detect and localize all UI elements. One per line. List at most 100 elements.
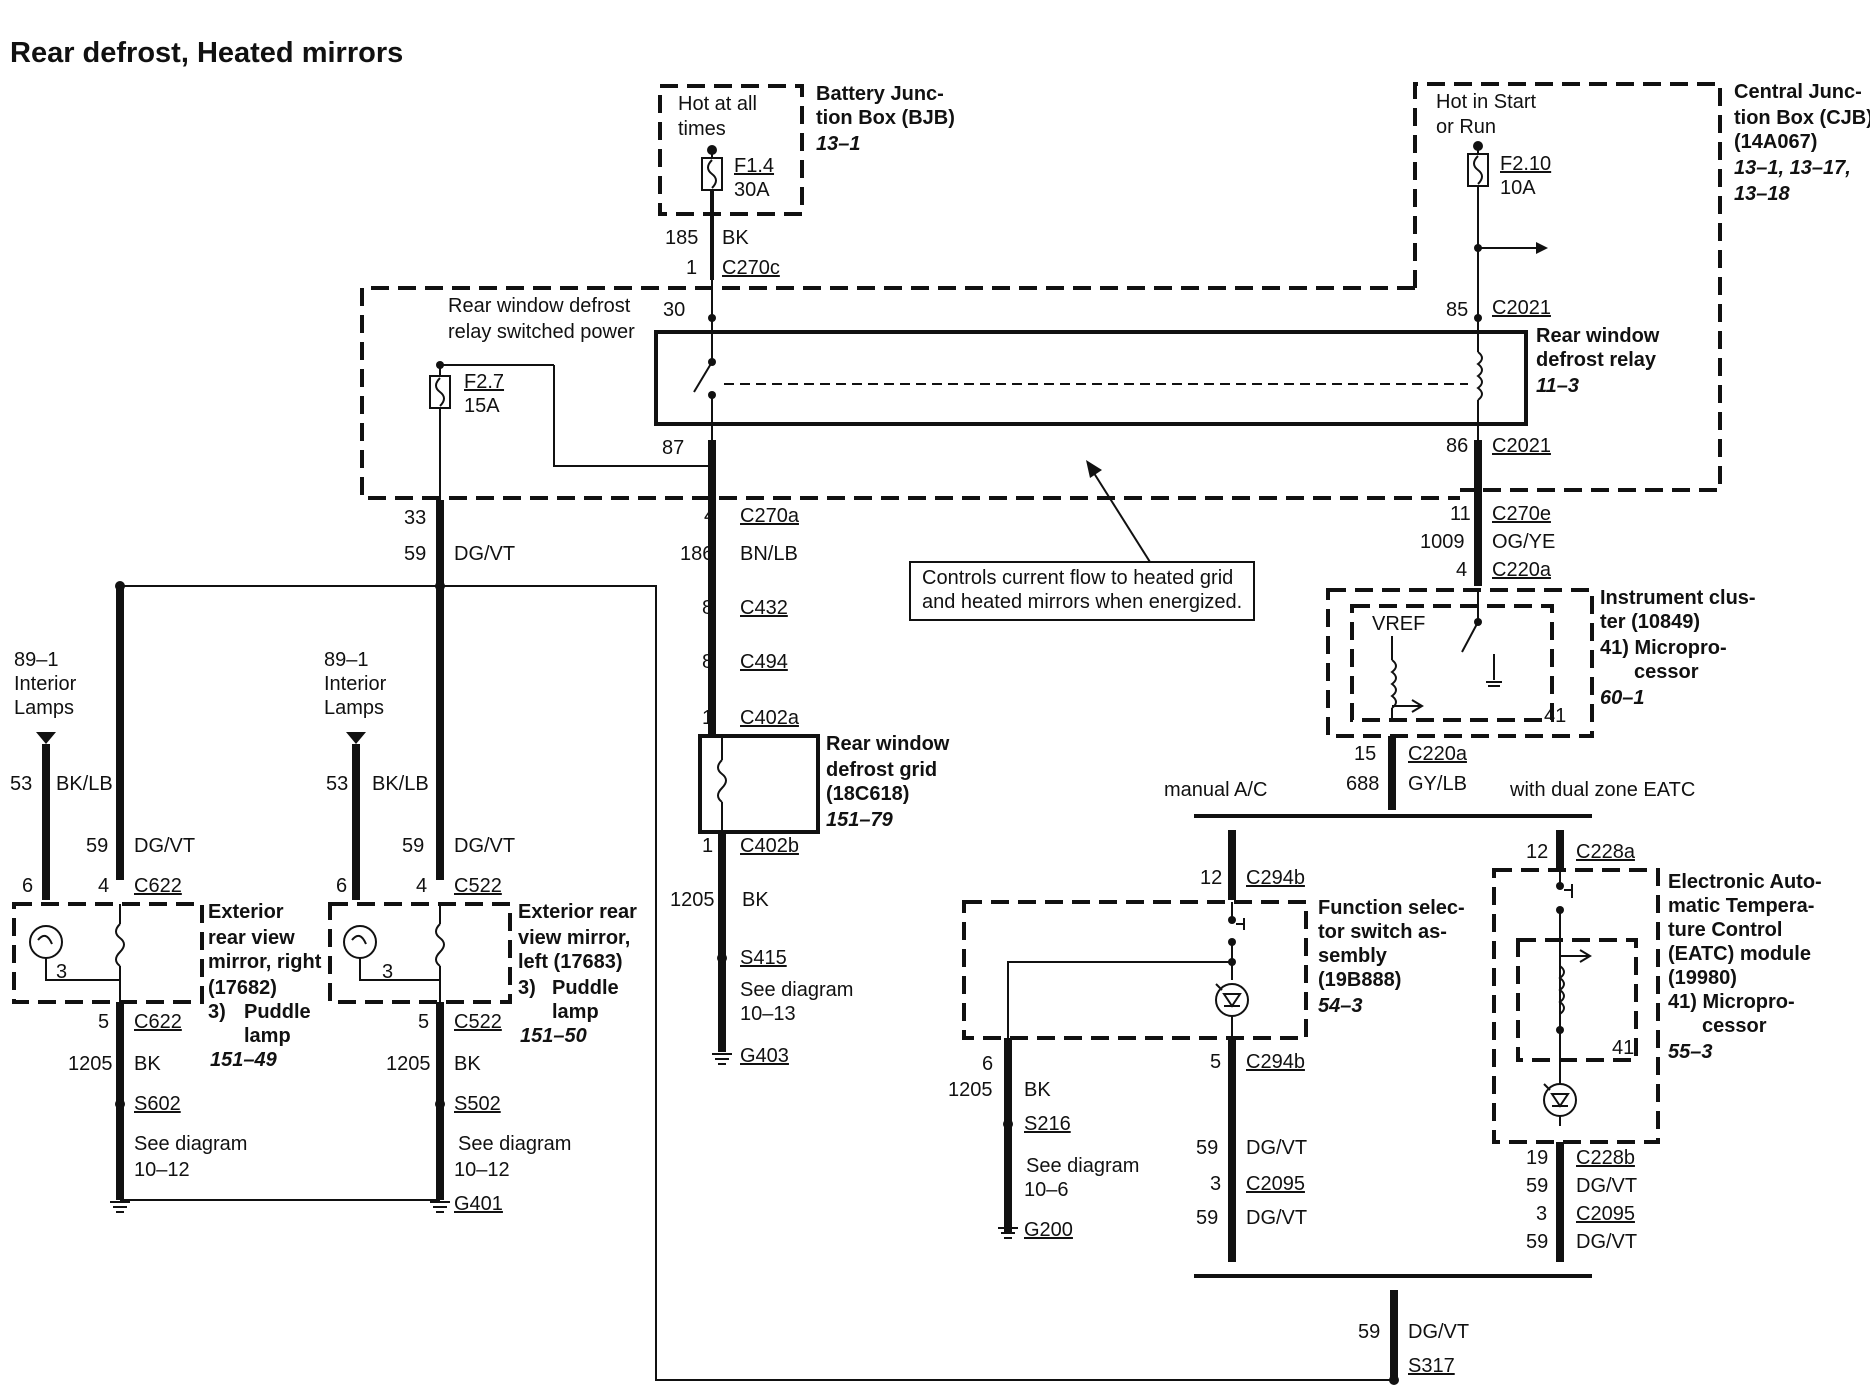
svg-text:and heated mirrors when energi: and heated mirrors when energized. bbox=[922, 591, 1242, 613]
ground-icon bbox=[712, 1053, 732, 1065]
svg-text:Lamps: Lamps bbox=[324, 697, 384, 719]
svg-text:F1.4: F1.4 bbox=[734, 155, 774, 177]
svg-text:(17682): (17682) bbox=[208, 977, 277, 999]
svg-text:DG/VT: DG/VT bbox=[454, 543, 515, 565]
svg-text:C402a: C402a bbox=[740, 707, 800, 729]
svg-text:55–3: 55–3 bbox=[1668, 1041, 1713, 1063]
svg-text:59: 59 bbox=[402, 835, 424, 857]
svg-text:DG/VT: DG/VT bbox=[1576, 1231, 1637, 1253]
svg-text:G403: G403 bbox=[740, 1045, 789, 1067]
svg-text:DG/VT: DG/VT bbox=[1246, 1207, 1307, 1229]
svg-text:BK: BK bbox=[1024, 1079, 1051, 1101]
svg-text:S216: S216 bbox=[1024, 1113, 1071, 1135]
svg-text:VREF: VREF bbox=[1372, 613, 1425, 635]
svg-text:Hot in Start: Hot in Start bbox=[1436, 91, 1536, 113]
svg-text:Battery Junc-: Battery Junc- bbox=[816, 83, 944, 105]
svg-text:151–50: 151–50 bbox=[520, 1025, 587, 1047]
svg-text:C220a: C220a bbox=[1408, 743, 1468, 765]
svg-text:Function selec-: Function selec- bbox=[1318, 897, 1465, 919]
svg-text:S502: S502 bbox=[454, 1093, 501, 1115]
rear-window-defrost-grid: Rear window defrost grid (18C618) 151–79 bbox=[698, 733, 950, 834]
svg-text:185: 185 bbox=[665, 227, 698, 249]
svg-text:See diagram: See diagram bbox=[740, 979, 853, 1001]
svg-text:tor switch as-: tor switch as- bbox=[1318, 921, 1447, 943]
svg-text:5: 5 bbox=[1210, 1051, 1221, 1073]
svg-text:10A: 10A bbox=[1500, 177, 1536, 199]
svg-text:19: 19 bbox=[1526, 1147, 1548, 1169]
ground-icon bbox=[110, 1201, 130, 1213]
svg-text:Interior: Interior bbox=[324, 673, 387, 695]
svg-text:See diagram: See diagram bbox=[458, 1133, 571, 1155]
svg-text:186: 186 bbox=[680, 543, 713, 565]
svg-text:view mirror,: view mirror, bbox=[518, 927, 630, 949]
svg-text:tion Box (BJB): tion Box (BJB) bbox=[816, 107, 955, 129]
svg-text:41: 41 bbox=[1544, 705, 1566, 727]
svg-text:1205: 1205 bbox=[670, 889, 715, 911]
svg-text:1205: 1205 bbox=[948, 1079, 993, 1101]
svg-text:BK/LB: BK/LB bbox=[372, 773, 429, 795]
svg-text:C2095: C2095 bbox=[1246, 1173, 1305, 1195]
svg-text:8: 8 bbox=[702, 597, 713, 619]
ground-icon bbox=[998, 1227, 1018, 1239]
svg-text:Lamps: Lamps bbox=[14, 697, 74, 719]
svg-text:15A: 15A bbox=[464, 395, 500, 417]
svg-text:86: 86 bbox=[1446, 435, 1468, 457]
svg-text:rear view: rear view bbox=[208, 927, 295, 949]
svg-text:Controls current flow to heate: Controls current flow to heated grid bbox=[922, 567, 1233, 589]
exterior-mirror-left: 89–1 Interior Lamps 53 BK/LB 59 DG/VT 6 … bbox=[324, 649, 637, 1215]
svg-text:(19B888): (19B888) bbox=[1318, 969, 1401, 991]
svg-text:89–1: 89–1 bbox=[14, 649, 59, 671]
svg-text:4: 4 bbox=[98, 875, 109, 897]
heater-element-icon bbox=[115, 923, 125, 967]
svg-text:3: 3 bbox=[1210, 1173, 1221, 1195]
svg-text:DG/VT: DG/VT bbox=[454, 835, 515, 857]
svg-text:60–1: 60–1 bbox=[1600, 687, 1645, 709]
svg-text:89–1: 89–1 bbox=[324, 649, 369, 671]
svg-text:151–79: 151–79 bbox=[826, 809, 894, 831]
svg-text:See diagram: See diagram bbox=[1026, 1155, 1139, 1177]
svg-text:GY/LB: GY/LB bbox=[1408, 773, 1467, 795]
svg-text:C228b: C228b bbox=[1576, 1147, 1635, 1169]
svg-text:defrost grid: defrost grid bbox=[826, 759, 937, 781]
svg-text:10–13: 10–13 bbox=[740, 1003, 796, 1025]
svg-text:(18C618): (18C618) bbox=[826, 783, 909, 805]
svg-text:13–1: 13–1 bbox=[816, 133, 861, 155]
svg-text:59: 59 bbox=[86, 835, 108, 857]
svg-text:manual A/C: manual A/C bbox=[1164, 779, 1267, 801]
svg-text:Rear window: Rear window bbox=[1536, 325, 1660, 347]
svg-text:6: 6 bbox=[982, 1053, 993, 1075]
svg-text:1: 1 bbox=[702, 835, 713, 857]
svg-text:C2021: C2021 bbox=[1492, 297, 1551, 319]
svg-text:12: 12 bbox=[1526, 841, 1548, 863]
svg-text:DG/VT: DG/VT bbox=[1408, 1321, 1469, 1343]
svg-text:lamp: lamp bbox=[552, 1001, 599, 1023]
svg-text:C522: C522 bbox=[454, 875, 502, 897]
svg-text:41) Micropro-: 41) Micropro- bbox=[1600, 637, 1727, 659]
svg-text:4: 4 bbox=[1456, 559, 1467, 581]
svg-text:30A: 30A bbox=[734, 179, 770, 201]
battery-junction-box: Hot at all times F1.4 30A Battery Junc- … bbox=[658, 83, 955, 216]
svg-text:3: 3 bbox=[56, 961, 67, 983]
svg-text:C270e: C270e bbox=[1492, 503, 1551, 525]
svg-text:13–1, 13–17,: 13–1, 13–17, bbox=[1734, 157, 1851, 179]
svg-text:C622: C622 bbox=[134, 1011, 182, 1033]
svg-text:Rear window: Rear window bbox=[826, 733, 950, 755]
resistor-icon bbox=[1558, 965, 1565, 1015]
svg-text:3): 3) bbox=[518, 977, 536, 999]
svg-text:12: 12 bbox=[1200, 867, 1222, 889]
svg-text:Instrument clus-: Instrument clus- bbox=[1600, 587, 1756, 609]
svg-text:Rear window defrost: Rear window defrost bbox=[448, 295, 631, 317]
svg-text:C2095: C2095 bbox=[1576, 1203, 1635, 1225]
fuse-f2-7: F2.7 15A bbox=[429, 361, 712, 510]
relay-note: Controls current flow to heated grid and… bbox=[909, 460, 1255, 621]
svg-text:OG/YE: OG/YE bbox=[1492, 531, 1555, 553]
svg-text:C622: C622 bbox=[134, 875, 182, 897]
svg-text:11: 11 bbox=[1450, 503, 1471, 525]
svg-text:C2021: C2021 bbox=[1492, 435, 1551, 457]
arrow-icon bbox=[1536, 242, 1548, 254]
svg-text:8: 8 bbox=[702, 651, 713, 673]
svg-text:tion Box (CJB): tion Box (CJB) bbox=[1734, 107, 1870, 129]
svg-text:15: 15 bbox=[1354, 743, 1376, 765]
svg-text:1205: 1205 bbox=[386, 1053, 431, 1075]
svg-text:59: 59 bbox=[1526, 1231, 1548, 1253]
